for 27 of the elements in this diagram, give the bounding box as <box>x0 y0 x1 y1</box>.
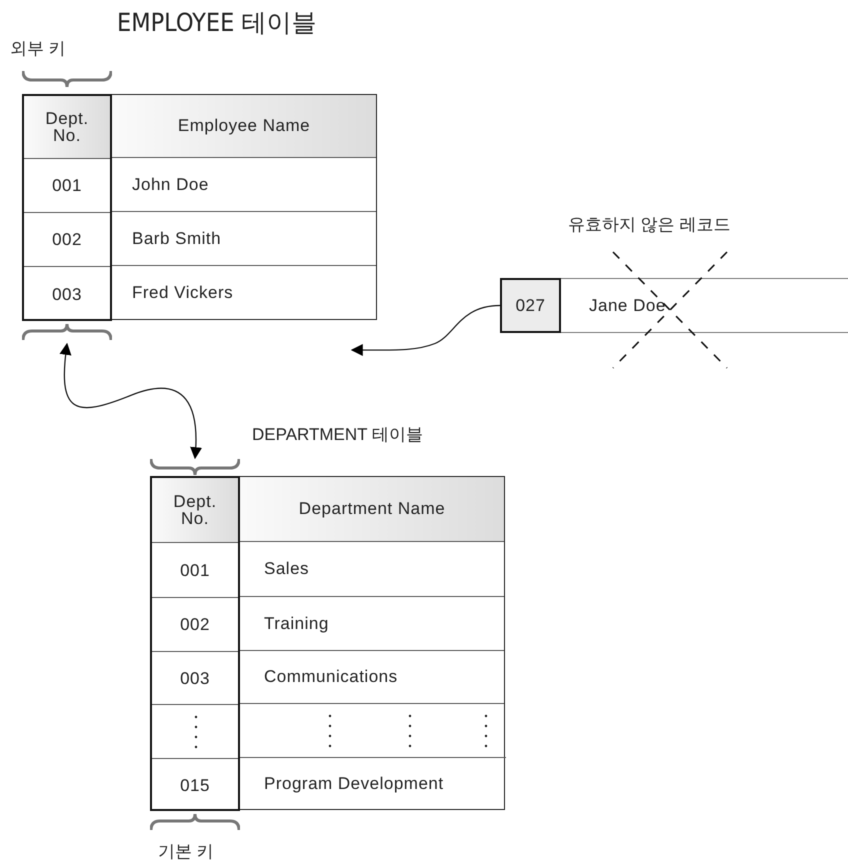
record-cell: Jane Doe <box>561 278 848 333</box>
arrow <box>350 304 500 356</box>
key-label: 기본 키 <box>158 841 214 863</box>
table-cell-text: Fred Vickers <box>131 282 234 304</box>
table-title: EMPLOYEE 테이블 <box>117 7 316 39</box>
table-cell: 001 <box>24 159 110 213</box>
arrow <box>60 342 202 460</box>
table-cell: 003 <box>152 652 238 705</box>
table-cell: 002 <box>24 213 110 267</box>
table-cell: Training <box>240 597 504 651</box>
table-cell: 001 <box>152 543 238 598</box>
header-cell: Dept. No. <box>24 96 110 159</box>
table-cell-text: 003 <box>51 284 83 306</box>
key-label: 외부 키 <box>10 38 66 60</box>
table-title: DEPARTMENT 테이블 <box>252 424 423 446</box>
table-cell-text: 015 <box>179 775 211 797</box>
table-cell: John Doe <box>112 158 376 212</box>
header-cell: Employee Name <box>112 95 376 158</box>
table-cell: Barb Smith <box>112 212 376 266</box>
table-cell: Communications <box>240 651 504 704</box>
header-cell: Department Name <box>240 477 504 542</box>
header-cell: Dept. No. <box>152 478 238 543</box>
table-cell-text: Program Development <box>263 772 445 794</box>
table-cell: Sales <box>240 542 504 597</box>
table-cell: 002 <box>152 598 238 652</box>
record-key-cell: 027 <box>500 278 561 333</box>
record-label: 유효하지 않은 레코드 <box>568 214 730 236</box>
